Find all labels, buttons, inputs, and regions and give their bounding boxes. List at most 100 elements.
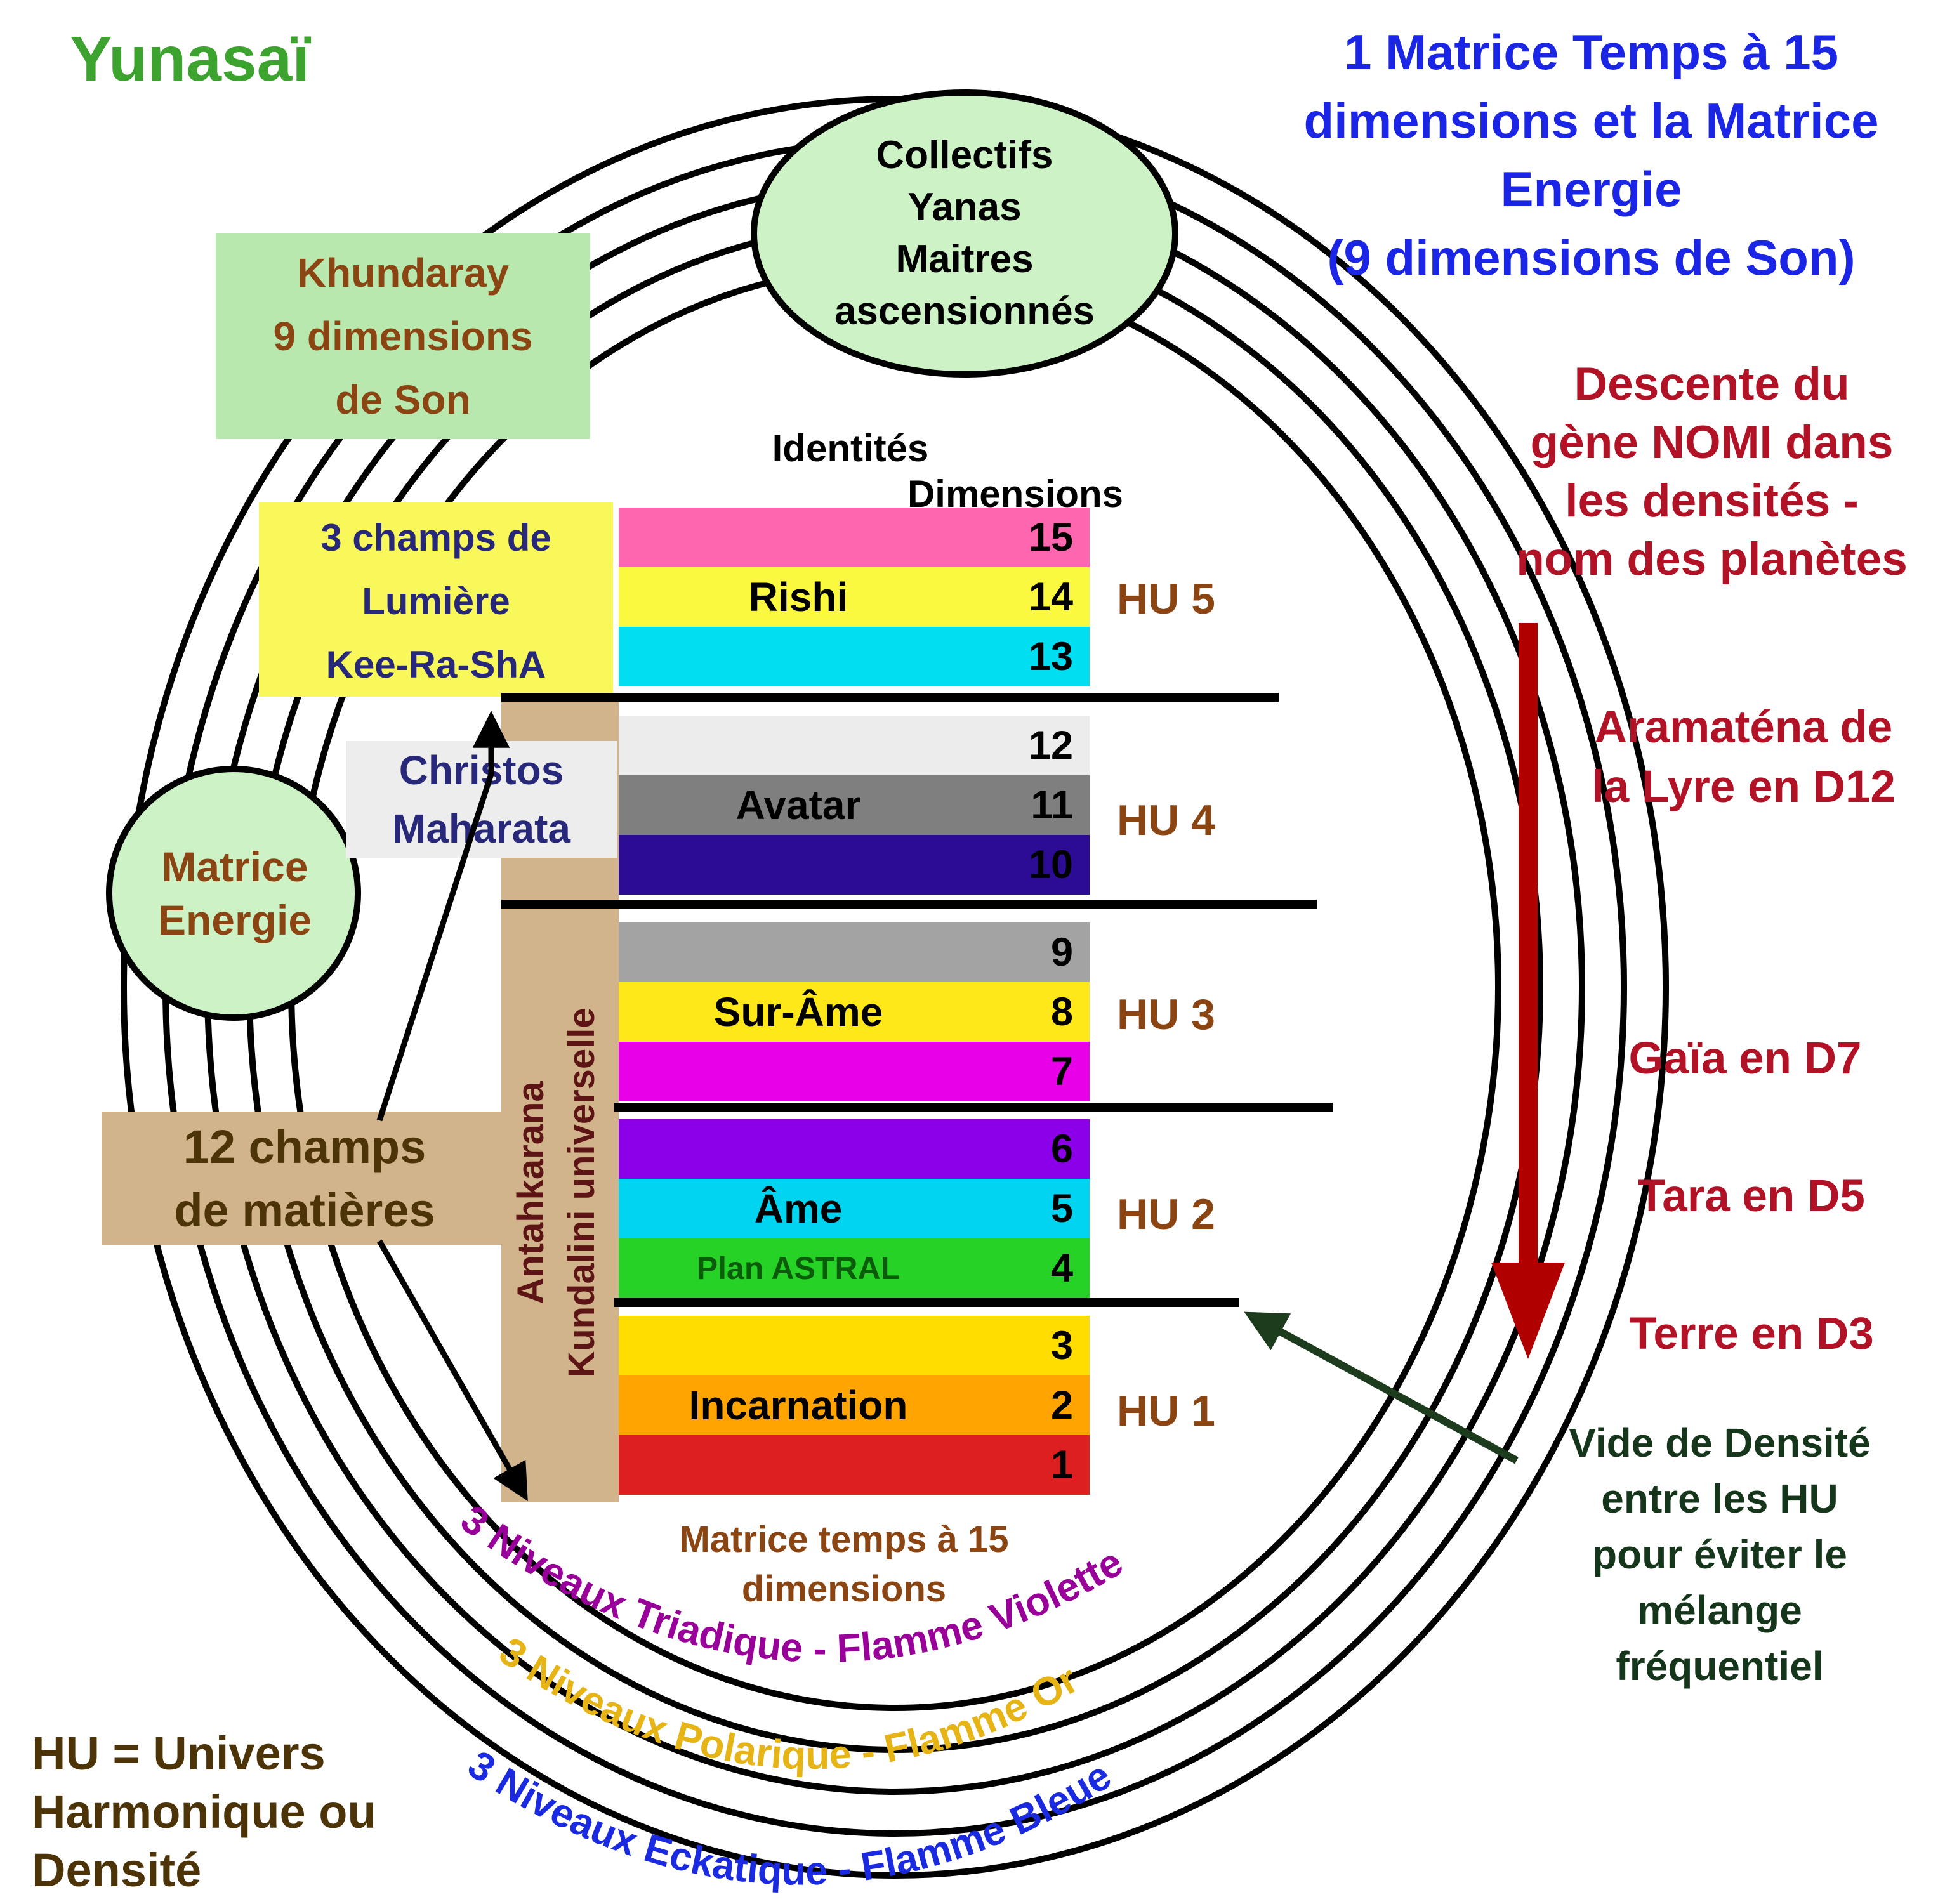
- descente-line: gène NOMI dans: [1530, 417, 1894, 468]
- champs-matieres-box: [102, 1112, 508, 1245]
- dimension-bar-1: 1: [619, 1435, 1090, 1495]
- matrice-energie-line: Energie: [157, 896, 312, 943]
- dimension-number: 4: [1050, 1246, 1073, 1290]
- dimension-number: 8: [1050, 990, 1073, 1034]
- hu-separator-5-4: [501, 693, 1279, 702]
- antahkarana-label: Antahkarana Kundalini universelle: [506, 863, 614, 1523]
- kee-ra-sha-label: 3 champs de Lumière Kee-Ra-ShA: [259, 506, 613, 697]
- dimension-bar-15: 15: [619, 508, 1090, 567]
- collectifs-line: Yanas: [907, 185, 1022, 229]
- dimension-bar-13: 13: [619, 627, 1090, 686]
- vide-densite-label: Vide de Densité entre les HU pour éviter…: [1504, 1415, 1935, 1694]
- antahkarana-line: Kundalini universelle: [561, 1008, 602, 1378]
- kee-ra-sha-line: 3 champs de: [320, 516, 551, 559]
- descente-line: les densités -: [1565, 475, 1859, 527]
- dimension-number: 15: [1028, 515, 1073, 560]
- matrix-caption-line: Matrice temps à 15: [679, 1519, 1009, 1560]
- khundaray-line: 9 dimensions: [273, 313, 533, 359]
- vide-line: mélange: [1637, 1587, 1802, 1633]
- christos-line: Christos: [399, 747, 564, 793]
- dimension-bar-3: 3: [619, 1316, 1090, 1375]
- antahkarana-line: Antahkarana: [510, 1081, 551, 1304]
- descente-gene-label: Descente du gène NOMI dans les densités …: [1479, 355, 1945, 589]
- hu1-label: HU 1: [1117, 1387, 1215, 1435]
- dimension-bar-9: 9: [619, 922, 1090, 982]
- heading-line: (9 dimensions de Son): [1327, 230, 1856, 286]
- dimension-label: Plan ASTRAL: [696, 1251, 900, 1286]
- planet-aramatena-label: Aramaténa de la Lyre en D12: [1542, 698, 1945, 817]
- hu2-label: HU 2: [1117, 1190, 1215, 1238]
- dimension-bar-8: Sur-Âme 8: [619, 982, 1090, 1042]
- dimension-bar-12: 12: [619, 716, 1090, 775]
- dimension-number: 10: [1028, 843, 1073, 887]
- khundaray-line: Khundaray: [296, 250, 510, 296]
- page-title: Yunasaï: [70, 23, 310, 95]
- hu-footnote: HU = Univers Harmonique ou Densité: [32, 1724, 514, 1900]
- dimension-number: 6: [1050, 1127, 1073, 1171]
- dimension-label: Avatar: [735, 782, 861, 828]
- dimension-number: 7: [1050, 1049, 1073, 1094]
- collectifs-label: Collectifs Yanas Maitres ascensionnés: [754, 129, 1175, 338]
- dimension-bar-10: 10: [619, 835, 1090, 895]
- matrice-energie-label: Matrice Energie: [110, 840, 359, 947]
- heading-line: 1 Matrice Temps à 15: [1344, 24, 1838, 80]
- hu3-label: HU 3: [1117, 990, 1215, 1039]
- vide-line: entre les HU: [1601, 1476, 1838, 1521]
- collectifs-line: Collectifs: [876, 133, 1053, 177]
- aramatena-line: la Lyre en D12: [1592, 762, 1896, 812]
- matrix-caption-line: dimensions: [741, 1568, 947, 1610]
- planet-terre-label: Terre en D3: [1629, 1309, 1874, 1359]
- planet-tara-label: Tara en D5: [1638, 1171, 1865, 1221]
- champs-matieres-label: 12 champs de matières: [102, 1115, 508, 1242]
- identites-header: Identités: [772, 427, 929, 469]
- dimension-bar-2: Incarnation 2: [619, 1375, 1090, 1435]
- dimension-label: Incarnation: [689, 1382, 908, 1428]
- khundaray-label: Khundaray 9 dimensions de Son: [216, 241, 590, 431]
- champs-line: de matières: [174, 1184, 435, 1237]
- aramatena-line: Aramaténa de: [1594, 702, 1893, 752]
- collectifs-line: Maitres: [895, 237, 1034, 281]
- dimension-number: 12: [1028, 723, 1073, 768]
- matrix-caption: Matrice temps à 15 dimensions: [622, 1515, 1066, 1614]
- dimension-number: 1: [1050, 1443, 1073, 1487]
- vide-line: fréquentiel: [1616, 1643, 1824, 1689]
- matrice-energie-line: Matrice: [161, 843, 308, 890]
- dimension-bar-6: 6: [619, 1119, 1090, 1179]
- dimension-number: 9: [1050, 930, 1073, 975]
- planet-gaia-label: Gaïa en D7: [1628, 1034, 1862, 1084]
- dimension-number: 11: [1031, 783, 1073, 827]
- vide-line: pour éviter le: [1592, 1532, 1847, 1577]
- dimension-number: 2: [1050, 1383, 1073, 1428]
- dimension-label: Rishi: [748, 574, 848, 620]
- dimension-number: 13: [1028, 634, 1073, 679]
- dimension-bar-7: 7: [619, 1042, 1090, 1101]
- champs-line: 12 champs: [183, 1120, 426, 1173]
- dimension-bar-11: Avatar 11: [619, 775, 1090, 835]
- hu-separator-3-2: [614, 1103, 1333, 1112]
- dimension-number: 3: [1050, 1323, 1073, 1368]
- vide-line: Vide de Densité: [1569, 1420, 1871, 1466]
- footnote-line: Harmonique ou: [32, 1785, 376, 1838]
- dimensions-header: Dimensions: [907, 473, 1124, 515]
- footnote-line: Densité: [32, 1844, 202, 1896]
- christos-label: Christos Maharata: [346, 741, 617, 858]
- hu-separator-2-1: [614, 1298, 1239, 1307]
- footnote-line: HU = Univers: [32, 1727, 326, 1780]
- kee-ra-sha-box: [259, 502, 613, 697]
- christos-line: Maharata: [392, 806, 570, 851]
- dimension-bar-4: Plan ASTRAL 4: [619, 1238, 1090, 1298]
- dimension-label: Sur-Âme: [713, 989, 883, 1035]
- hu-separator-4-3: [501, 900, 1317, 909]
- kee-ra-sha-line: Lumière: [362, 580, 510, 622]
- khundaray-box: [216, 233, 590, 439]
- heading-line: Energie: [1500, 161, 1682, 217]
- descente-line: Descente du: [1574, 358, 1850, 410]
- dimension-number: 5: [1050, 1186, 1073, 1231]
- collectifs-line: ascensionnés: [834, 289, 1095, 333]
- hu4-label: HU 4: [1117, 796, 1215, 844]
- descente-line: nom des planètes: [1516, 534, 1908, 585]
- kee-ra-sha-line: Kee-Ra-ShA: [326, 643, 546, 686]
